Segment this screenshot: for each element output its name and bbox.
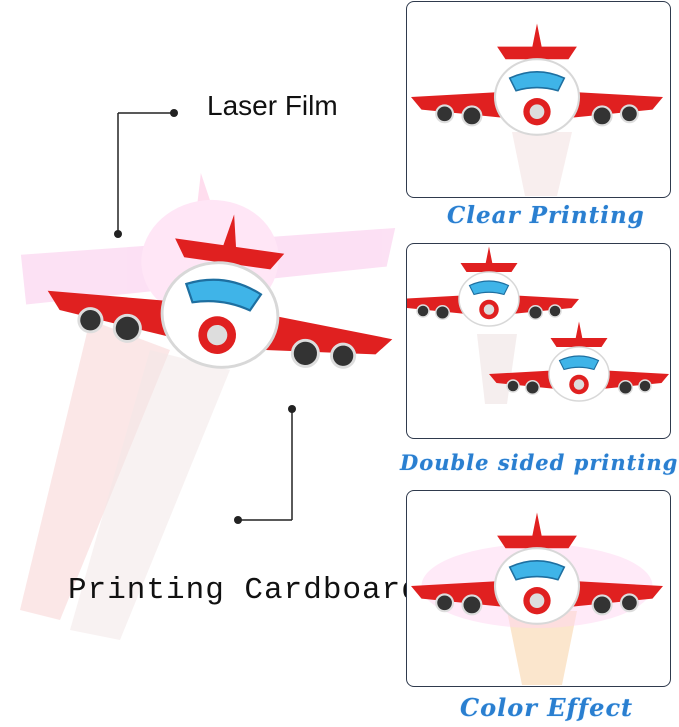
- double-sided-caption: Double sided printing: [400, 450, 679, 475]
- color-effect-caption: Color Effect: [460, 693, 634, 722]
- double-sided-plane-back: [488, 320, 669, 402]
- printing-cardboard-label: Printing Cardboard: [68, 573, 421, 608]
- clear-printing-plane: [409, 22, 665, 136]
- laser-film-leader: [110, 108, 180, 238]
- laser-film-label: Laser Film: [207, 90, 338, 121]
- double-sided-panel: [406, 243, 671, 439]
- printing-cardboard-leader: [232, 405, 302, 530]
- double-sided-plane-front: [407, 245, 580, 327]
- main-illustration: [0, 140, 408, 640]
- color-effect-plane: [409, 511, 665, 628]
- color-effect-panel: [406, 490, 671, 687]
- clear-printing-panel: [406, 1, 671, 198]
- clear-printing-caption: Clear Printing: [447, 202, 645, 229]
